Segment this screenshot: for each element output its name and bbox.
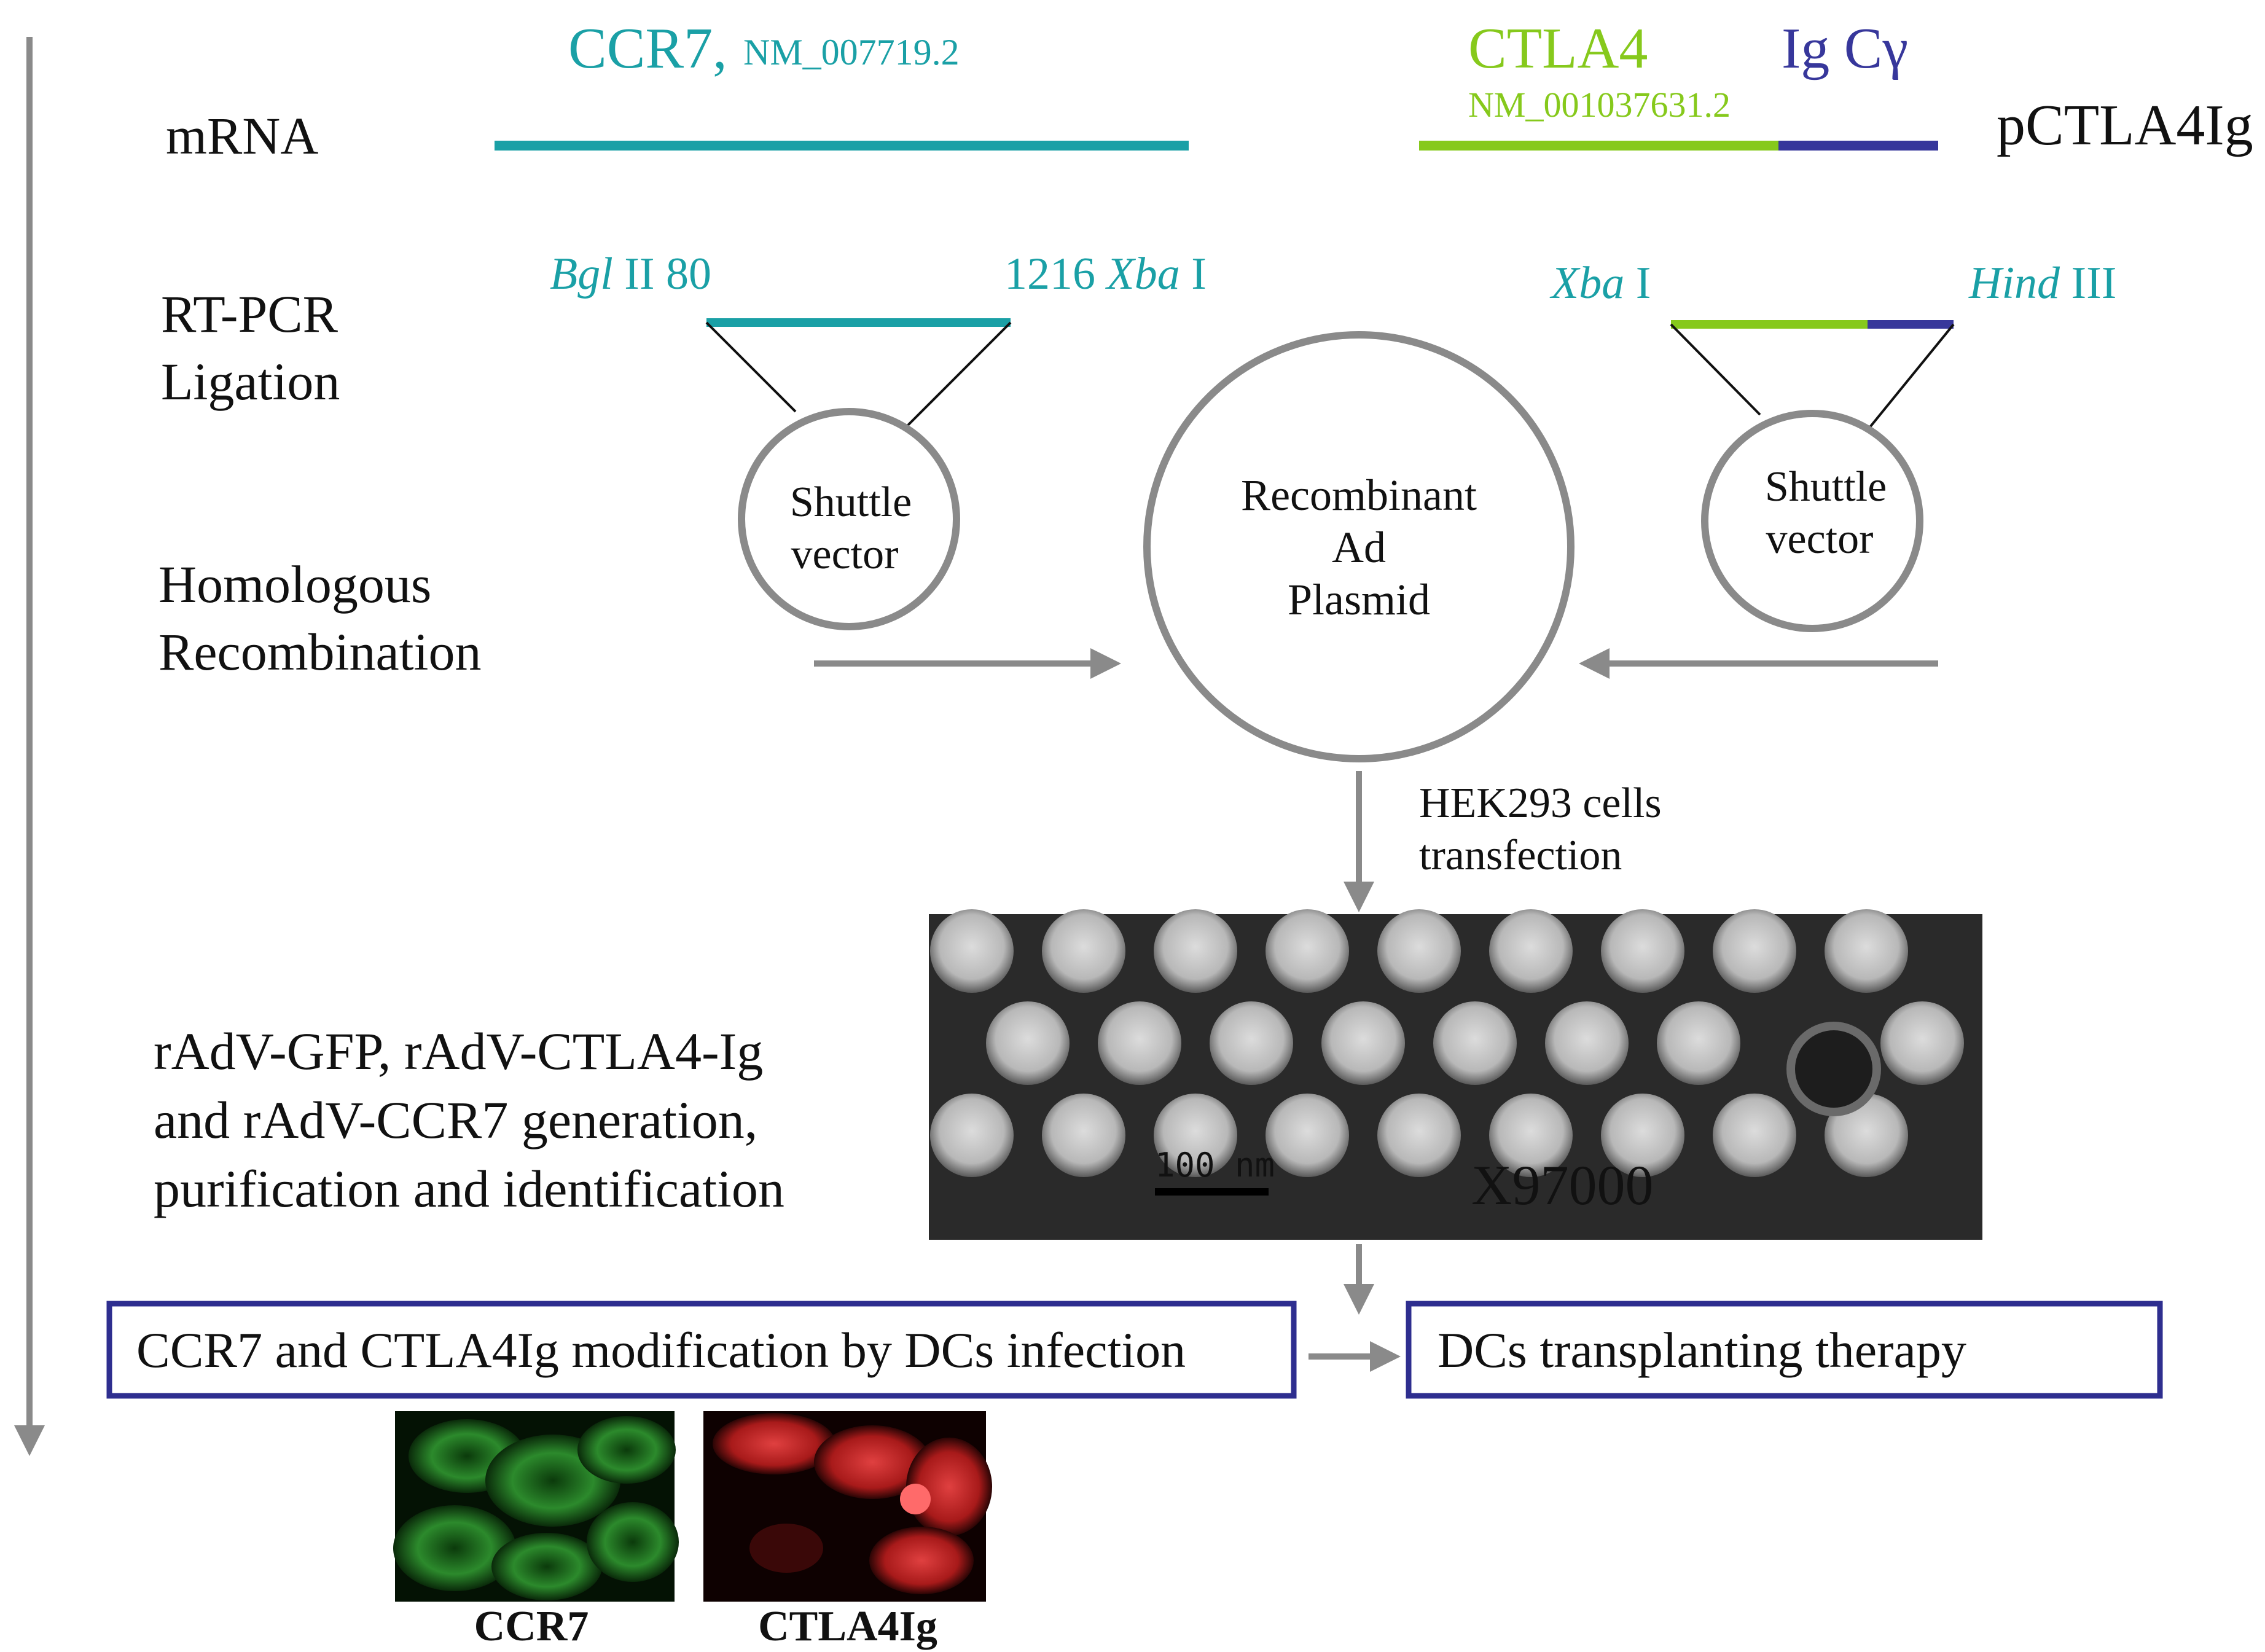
- ctla4-accession: NM_001037631.2: [1468, 85, 1731, 125]
- transfection-line1: HEK293 cells: [1419, 780, 1662, 827]
- ccr7-image-label: CCR7: [474, 1603, 589, 1650]
- virion-particle: [1880, 1001, 1964, 1085]
- magnification-label: X97000: [1471, 1154, 1653, 1216]
- virion-particle: [1266, 909, 1349, 993]
- left-shuttle-vector: [738, 408, 960, 630]
- virion-particle: [1601, 1094, 1684, 1177]
- plasmid-name: pCTLA4Ig: [1997, 93, 2253, 157]
- virion-particle: [1321, 1001, 1405, 1085]
- electron-micrograph: 100 nm X97000: [929, 909, 1982, 1240]
- ctla4ig-fluorescence-image: [703, 1411, 992, 1602]
- recomb-line3: Plasmid: [1288, 575, 1430, 624]
- recomb-line2: Ad: [1332, 523, 1386, 572]
- step-rtpcr: RT-PCR: [161, 284, 338, 343]
- virion-particle: [1154, 1094, 1237, 1177]
- modification-text: CCR7 and CTLA4Ig modification by DCs inf…: [136, 1322, 1186, 1378]
- right-right-connector: [1866, 323, 1955, 431]
- virion-particle: [1489, 1094, 1573, 1177]
- virion-particle: [1042, 909, 1125, 993]
- virion-particle: [1042, 1094, 1125, 1177]
- step-homologous: Homologous: [158, 555, 431, 614]
- virion-particle: [1713, 909, 1796, 993]
- left-shuttle-line2: vector: [791, 531, 899, 578]
- xba-site-left-label: 1216 Xba I: [1004, 249, 1207, 299]
- virion-particle: [986, 1001, 1070, 1085]
- therapy-box: [1406, 1301, 2163, 1399]
- virion-particle: [1657, 1001, 1740, 1085]
- virion-particle: [1098, 1001, 1181, 1085]
- right-shuttle-vector: [1701, 410, 1923, 632]
- empty-virion: [1786, 1022, 1881, 1116]
- ctla4-name: CTLA4: [1468, 17, 1648, 80]
- recomb-line1: Recombinant: [1241, 471, 1477, 520]
- right-left-connector: [1670, 323, 1761, 416]
- step-recombination: Recombination: [158, 622, 481, 681]
- bgl-site-label: Bgl II 80: [550, 249, 711, 299]
- virion-particle: [1154, 909, 1237, 993]
- therapy-text: DCs transplanting therapy: [1438, 1322, 1966, 1378]
- virion-particle: [1210, 1001, 1293, 1085]
- step-generation-line2: and rAdV-CCR7 generation,: [154, 1090, 757, 1149]
- xba-site-right-label: Xba I: [1549, 258, 1651, 308]
- ccr7-fluorescence-image: [393, 1411, 679, 1602]
- right-insert-connector: [902, 321, 1012, 431]
- ccr7-name: CCR7,: [568, 17, 727, 80]
- virion-particle: [1433, 1001, 1517, 1085]
- ccr7-accession: NM_007719.2: [743, 32, 960, 72]
- virion-particle: [1825, 909, 1908, 993]
- left-shuttle-line1: Shuttle: [790, 479, 912, 526]
- virion-particle: [1713, 1094, 1796, 1177]
- igc-name: Ig Cγ: [1782, 17, 1908, 80]
- right-shuttle-line2: vector: [1766, 515, 1874, 563]
- right-shuttle-line1: Shuttle: [1765, 463, 1887, 511]
- hind-site-label: Hind III: [1968, 258, 2116, 308]
- virion-particle: [930, 1094, 1014, 1177]
- virion-particle: [1377, 909, 1461, 993]
- modification-box: [106, 1301, 1297, 1399]
- step-mrna: mRNA: [166, 106, 318, 165]
- virion-particle: [1545, 1001, 1629, 1085]
- left-insert-connector: [705, 321, 797, 413]
- step-generation-line3: purification and identification: [154, 1159, 784, 1218]
- scale-bar-label: 100 nm: [1155, 1146, 1275, 1184]
- virion-particle: [1377, 1094, 1461, 1177]
- virion-particle: [1601, 909, 1684, 993]
- virion-particle: [1266, 1094, 1349, 1177]
- transfection-line2: transfection: [1419, 832, 1622, 879]
- step-generation-line1: rAdV-GFP, rAdV-CTLA4-Ig: [154, 1022, 763, 1081]
- virion-particle: [930, 909, 1014, 993]
- virion-particle: [1489, 909, 1573, 993]
- recombinant-ad-plasmid: [1143, 331, 1575, 762]
- ctla4ig-image-label: CTLA4Ig: [758, 1603, 937, 1650]
- step-ligation: Ligation: [161, 352, 340, 411]
